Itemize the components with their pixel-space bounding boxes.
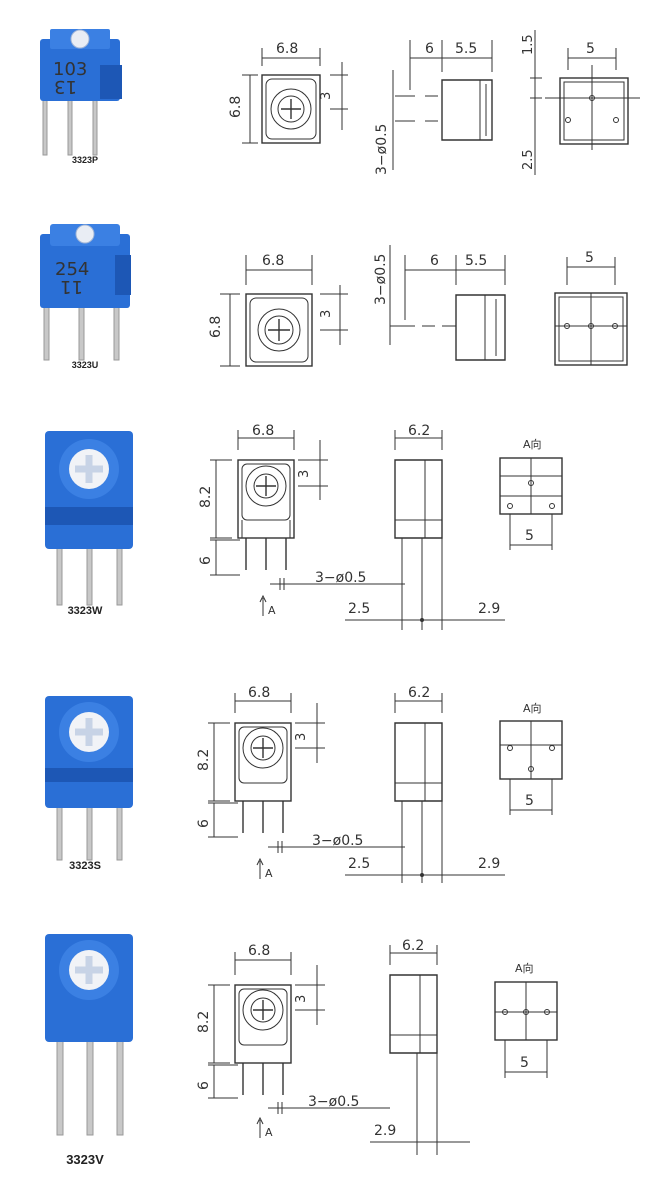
dimension-drawing-3323u: 6.8 6.8 3 6 5.5 3−ø0.5 5 — [208, 245, 628, 367]
dim-side-depth: 6.2 — [402, 938, 424, 954]
marking-top: 103 — [53, 59, 87, 80]
dim-pin-pitch: 6 — [425, 41, 434, 57]
dim-bottom-pitch: 5 — [520, 1055, 529, 1071]
section-3323v: 3323V 6.8 8.2 3 6 3−ø0.5 A 6.2 2.9 A向 5 — [0, 930, 650, 1190]
dim-height: 8.2 — [196, 749, 212, 771]
product-photo-3323p: 103 13 — [40, 29, 122, 156]
dim-side-depth: 5.5 — [465, 253, 487, 269]
dim-left-off: 2.5 — [348, 856, 370, 872]
marking-bottom: 11 — [60, 276, 83, 297]
dim-left-off: 2.5 — [348, 601, 370, 617]
dim-bottom-offset: 2.5 — [521, 149, 536, 170]
dim-pin-len: 6 — [196, 1081, 212, 1090]
view-label: A向 — [523, 701, 542, 715]
arrow-label: A — [268, 604, 276, 617]
dim-width: 6.8 — [248, 943, 270, 959]
part-label: 3323P — [71, 155, 99, 165]
dim-offset: 3 — [319, 92, 334, 100]
dim-pins: 3−ø0.5 — [312, 833, 363, 849]
dim-offset: 3 — [294, 995, 309, 1003]
dim-right-off: 2.9 — [374, 1123, 396, 1139]
dim-side-depth: 6.2 — [408, 423, 430, 439]
dim-pins: 3−ø0.5 — [374, 124, 390, 175]
dim-width: 6.8 — [252, 423, 274, 439]
part-label: 3323W — [67, 605, 103, 617]
dim-offset: 3 — [294, 733, 309, 741]
product-photo-3323s — [45, 696, 133, 861]
part-label: 3323S — [69, 860, 101, 872]
arrow-label: A — [265, 867, 273, 880]
dim-top-offset: 1.5 — [521, 34, 536, 55]
dim-bottom-pitch: 5 — [525, 528, 534, 544]
dimension-drawing-3323v: 6.8 8.2 3 6 3−ø0.5 A 6.2 2.9 A向 5 — [196, 938, 558, 1155]
dim-pins: 3−ø0.5 — [373, 254, 389, 305]
dim-right-off: 2.9 — [478, 601, 500, 617]
dim-offset: 3 — [297, 470, 312, 478]
dim-side-depth: 6.2 — [408, 685, 430, 701]
section-3323u: 254 11 3323U 6.8 6.8 3 6 5.5 3−ø0.5 5 — [0, 215, 650, 385]
product-photo-3323u: 254 11 — [40, 224, 131, 361]
dim-height: 8.2 — [198, 486, 214, 508]
dim-pin-pitch: 6 — [430, 253, 439, 269]
dim-height: 6.8 — [208, 316, 224, 338]
part-label: 3323U — [71, 360, 99, 370]
dimension-drawing-3323s: 6.8 8.2 3 6 3−ø0.5 A 6.2 2.5 2.9 A向 5 — [196, 685, 563, 883]
product-photo-3323w — [45, 431, 133, 606]
section-3323p: 103 13 3323P 6.8 6.8 3 6 5.5 3−ø0.5 5 1.… — [0, 0, 650, 190]
dim-offset: 3 — [319, 310, 334, 318]
dim-pin-len: 6 — [198, 556, 214, 565]
section-3323s: 3323S 6.8 8.2 3 6 3−ø0.5 A 6.2 2.5 2.9 A… — [0, 685, 650, 905]
dim-pins: 3−ø0.5 — [308, 1094, 359, 1110]
arrow-label: A — [265, 1126, 273, 1139]
part-label: 3323V — [66, 1152, 104, 1167]
dim-width: 6.8 — [262, 253, 284, 269]
dim-bottom-pitch: 5 — [586, 41, 595, 57]
dim-bottom-pitch: 5 — [585, 250, 594, 266]
dim-right-off: 2.9 — [478, 856, 500, 872]
dim-bottom-pitch: 5 — [525, 793, 534, 809]
dim-width: 6.8 — [276, 41, 298, 57]
dim-pin-len: 6 — [196, 819, 212, 828]
dim-pins: 3−ø0.5 — [315, 570, 366, 586]
product-photo-3323v — [45, 934, 133, 1136]
marking-top: 254 — [55, 259, 89, 280]
dim-width: 6.8 — [248, 685, 270, 701]
marking-bottom: 13 — [54, 76, 77, 97]
dimension-drawing-3323p: 6.8 6.8 3 6 5.5 3−ø0.5 5 1.5 2.5 — [228, 30, 640, 175]
view-label: A向 — [515, 961, 534, 975]
dimension-drawing-3323w: 6.8 8.2 3 6 3−ø0.5 A 6.2 2.5 2.9 A向 5 — [198, 423, 563, 630]
dim-height: 8.2 — [196, 1011, 212, 1033]
view-label: A向 — [523, 437, 542, 451]
section-3323w: 3323W 6.8 8.2 3 6 3−ø0.5 A 6.2 2.5 2.9 A… — [0, 420, 650, 640]
dim-side-depth: 5.5 — [455, 41, 477, 57]
dim-height: 6.8 — [228, 96, 244, 118]
